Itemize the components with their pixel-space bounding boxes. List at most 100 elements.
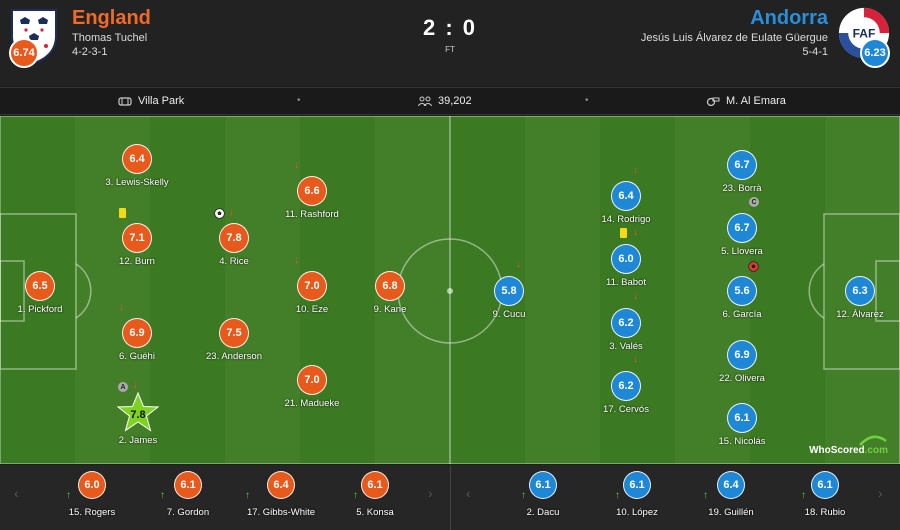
player-name: 1. Pickford bbox=[17, 304, 63, 315]
whoscored-swoosh-icon bbox=[859, 435, 887, 446]
away-player-nicolas[interactable]: 6.1 15. Nicolás bbox=[697, 403, 787, 447]
away-sub-guillen[interactable]: 6.4 19. Guillén bbox=[686, 471, 776, 518]
captain-badge: C bbox=[749, 197, 759, 207]
sub-on-icon: ↑ bbox=[245, 490, 250, 501]
sub-off-icon: ↓ bbox=[633, 165, 638, 176]
home-coach: Thomas Tuchel bbox=[72, 32, 148, 44]
yellow-card-icon bbox=[119, 208, 126, 218]
away-player-cervos[interactable]: 6.2 17. Cervós bbox=[581, 371, 671, 415]
player-name: 9. Kane bbox=[373, 304, 407, 315]
home-subs-next-icon[interactable]: › bbox=[428, 485, 433, 501]
player-rating: 6.1 bbox=[529, 471, 557, 499]
home-formation: 4-2-3-1 bbox=[72, 46, 108, 58]
subs-divider bbox=[450, 465, 451, 530]
match-header: 6.74 England Thomas Tuchel 4-2-3-1 2 : 0… bbox=[0, 0, 900, 86]
sub-off-icon: ↓ bbox=[119, 302, 124, 313]
player-name: 11. Rashford bbox=[285, 209, 339, 220]
sub-off-icon: ↓ bbox=[633, 291, 638, 302]
player-name: 12. Burn bbox=[119, 256, 155, 267]
home-player-guehi[interactable]: 6.9 6. Guéhi bbox=[92, 318, 182, 362]
sub-off-icon: ↓ bbox=[229, 207, 234, 218]
away-player-vales[interactable]: 6.2 3. Valés bbox=[581, 308, 671, 352]
player-rating: 6.9 bbox=[727, 340, 757, 370]
player-name: 14. Rodrigo bbox=[601, 214, 651, 225]
away-player-garcia[interactable]: 5.6 6. García bbox=[697, 276, 787, 320]
home-player-anderson[interactable]: 7.5 23. Anderson bbox=[189, 318, 279, 362]
home-player-lewis-skelly[interactable]: 6.4 3. Lewis-Skelly bbox=[92, 144, 182, 188]
andorra-crest-text: FAF bbox=[853, 27, 876, 41]
home-sub-gibbs-white[interactable]: 6.4 17. Gibbs-White bbox=[236, 471, 326, 518]
player-name: 9. Cucu bbox=[492, 309, 526, 320]
away-sub-rubio[interactable]: 6.1 18. Rubio bbox=[780, 471, 870, 518]
player-rating: 7.8 bbox=[130, 409, 146, 421]
home-player-pickford[interactable]: 6.5 1. Pickford bbox=[0, 271, 85, 315]
away-player-rodrigo[interactable]: 6.4 14. Rodrigo bbox=[581, 181, 671, 225]
man-of-the-match-star-icon: 7.8 bbox=[116, 392, 160, 432]
whoscored-logo: WhoScored.com bbox=[809, 435, 888, 456]
player-name: 15. Nicolás bbox=[718, 436, 766, 447]
referee-info: M. Al Emara bbox=[706, 95, 786, 107]
goal-ball-icon bbox=[214, 208, 225, 219]
away-player-borra[interactable]: 6.7 23. Borrà bbox=[697, 150, 787, 194]
player-rating: 6.0 bbox=[78, 471, 106, 499]
away-sub-lopez[interactable]: 6.1 10. López bbox=[592, 471, 682, 518]
sub-on-icon: ↑ bbox=[615, 490, 620, 501]
away-player-alvarez[interactable]: 6.3 12. Álvarez bbox=[815, 276, 900, 320]
away-subs-next-icon[interactable]: › bbox=[878, 485, 883, 501]
player-rating: 6.4 bbox=[267, 471, 295, 499]
player-rating: 6.4 bbox=[611, 181, 641, 211]
pitch: 6.5 1. Pickford 6.4 3. Lewis-Skelly 7.1 … bbox=[0, 116, 900, 464]
player-name: 21. Madueke bbox=[284, 398, 340, 409]
match-score: 2 : 0 bbox=[422, 15, 478, 40]
home-sub-gordon[interactable]: 6.1 7. Gordon bbox=[143, 471, 233, 518]
sub-off-icon: ↓ bbox=[294, 160, 299, 171]
player-name: 5. Konsa bbox=[356, 507, 394, 518]
player-rating: 6.5 bbox=[25, 271, 55, 301]
watermark-main: WhoScored bbox=[809, 445, 865, 456]
player-name: 11. Babot bbox=[606, 277, 646, 288]
home-player-eze[interactable]: 7.0 10. Eze bbox=[267, 271, 357, 315]
player-rating: 6.1 bbox=[361, 471, 389, 499]
away-team-name[interactable]: Andorra bbox=[750, 7, 828, 29]
home-player-rashford[interactable]: 6.6 11. Rashford bbox=[267, 176, 357, 220]
match-status: FT bbox=[445, 45, 455, 54]
stadium-icon bbox=[118, 97, 132, 106]
whistle-icon bbox=[706, 97, 720, 106]
player-name: 7. Gordon bbox=[166, 507, 210, 518]
home-team-name[interactable]: England bbox=[72, 7, 151, 29]
home-player-rice[interactable]: 7.8 4. Rice bbox=[189, 223, 279, 267]
watermark-suffix: .com bbox=[864, 445, 888, 456]
home-player-burn[interactable]: 7.1 12. Burn bbox=[92, 223, 182, 267]
player-rating: 6.2 bbox=[611, 371, 641, 401]
separator-dot: • bbox=[585, 95, 589, 106]
away-sub-dacu[interactable]: 6.1 2. Dacu bbox=[498, 471, 588, 518]
home-player-kane[interactable]: 6.8 9. Kane bbox=[345, 271, 435, 315]
yellow-card-icon bbox=[620, 228, 627, 238]
home-player-james[interactable]: 7.8 2. James bbox=[93, 392, 183, 446]
away-player-cucu[interactable]: 5.8 9. Cucu bbox=[464, 276, 554, 320]
player-name: 6. García bbox=[722, 309, 762, 320]
home-subs-prev-icon[interactable]: ‹ bbox=[14, 485, 19, 501]
player-name: 17. Cervós bbox=[603, 404, 649, 415]
player-name: 6. Guéhi bbox=[119, 351, 155, 362]
away-player-babot[interactable]: 6.0 11. Babot bbox=[581, 244, 671, 288]
home-sub-konsa[interactable]: 6.1 5. Konsa bbox=[330, 471, 420, 518]
player-name: 19. Guillén bbox=[708, 507, 754, 518]
captain-badge: A bbox=[118, 382, 128, 392]
attendance-value: 39,202 bbox=[438, 95, 472, 107]
player-rating: 6.0 bbox=[611, 244, 641, 274]
attendance-icon bbox=[418, 96, 432, 106]
away-formation: 5-4-1 bbox=[802, 46, 828, 58]
player-rating: 6.9 bbox=[122, 318, 152, 348]
away-subs-prev-icon[interactable]: ‹ bbox=[466, 485, 471, 501]
home-sub-rogers[interactable]: 6.0 15. Rogers bbox=[47, 471, 137, 518]
player-name: 18. Rubio bbox=[804, 507, 846, 518]
home-player-madueke[interactable]: 7.0 21. Madueke bbox=[267, 365, 357, 409]
away-player-llovera[interactable]: 6.7 5. Llovera bbox=[697, 213, 787, 257]
attendance-info: 39,202 bbox=[418, 95, 472, 107]
home-team-rating: 6.74 bbox=[9, 38, 39, 68]
player-rating: 5.6 bbox=[727, 276, 757, 306]
away-player-olivera[interactable]: 6.9 22. Olivera bbox=[697, 340, 787, 384]
stadium-info: Villa Park bbox=[118, 95, 184, 107]
player-rating: 7.5 bbox=[219, 318, 249, 348]
